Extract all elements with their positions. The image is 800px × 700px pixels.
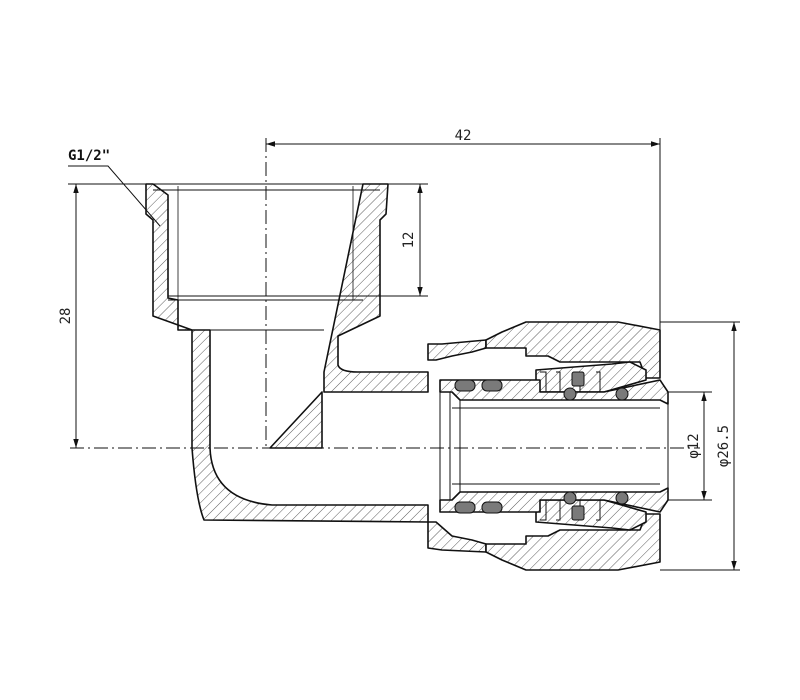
outer-diameter-label: φ26.5 <box>716 425 732 467</box>
compression-nut <box>485 321 661 571</box>
seal-lower-2 <box>481 501 503 514</box>
seal-ball-upper-2 <box>615 387 629 401</box>
seal-block-upper <box>571 371 585 387</box>
seal-block-lower <box>571 505 585 521</box>
pipe-insert <box>439 379 669 513</box>
seal-upper-1 <box>454 379 476 392</box>
seal-upper-2 <box>481 379 503 392</box>
body-left-wall <box>145 183 429 523</box>
nut-upper <box>485 321 661 379</box>
dimension-labels: G1/2" 42 28 12 φ12 φ26.5 <box>58 128 732 467</box>
nut-lower <box>485 513 661 571</box>
height-label: 28 <box>58 308 74 325</box>
body-lower-hub <box>427 521 487 553</box>
body-section <box>145 183 487 553</box>
body-right-wall <box>323 183 429 393</box>
center-lines <box>70 138 700 449</box>
seal-ball-lower-1 <box>563 491 577 505</box>
elbow-inner-wedge <box>269 391 323 449</box>
bore-diameter-label: φ12 <box>686 433 702 458</box>
seal-ball-lower-2 <box>615 491 629 505</box>
body-upper-hub <box>427 339 487 361</box>
seal-lower-1 <box>454 501 476 514</box>
overall-length-label: 42 <box>455 128 472 144</box>
thread-callout-label: G1/2" <box>68 148 110 164</box>
o-ring-seals <box>454 371 629 521</box>
dimension-lines <box>68 138 740 571</box>
grip-ring <box>540 371 601 521</box>
seal-ball-upper-1 <box>563 387 577 401</box>
thread-depth-label: 12 <box>401 232 417 249</box>
